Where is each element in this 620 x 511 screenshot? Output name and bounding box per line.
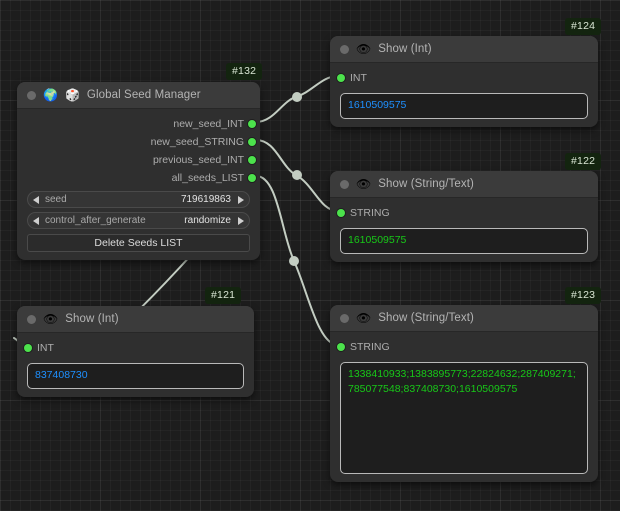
decrement-arrow-icon[interactable] — [33, 195, 39, 204]
value-display-int: 1610509575 — [340, 93, 588, 119]
node-title-bar[interactable]: 🌍 🎲 Global Seed Manager — [17, 82, 260, 109]
widget-value[interactable]: 719619863 — [180, 194, 231, 205]
node-id-badge: #132 — [226, 63, 263, 80]
output-port-previous-seed-int[interactable]: previous_seed_INT — [17, 151, 260, 169]
output-port-all-seeds-list[interactable]: all_seeds_LIST — [17, 169, 260, 187]
port-label: STRING — [350, 341, 390, 353]
link-132-to-122 — [255, 139, 339, 212]
port-dot-icon[interactable] — [337, 74, 345, 82]
node-id-badge: #121 — [205, 287, 242, 304]
eye-icon: 👁 — [356, 177, 372, 191]
widget-name-label: control_after_generate — [45, 215, 146, 226]
port-dot-icon[interactable] — [24, 344, 32, 352]
previous-arrow-icon[interactable] — [33, 216, 39, 225]
link-132-to-123 — [255, 175, 339, 346]
collapse-dot-icon[interactable] — [27, 314, 36, 324]
node-title-label: Show (String/Text) — [378, 312, 474, 324]
port-label: STRING — [350, 207, 390, 219]
port-dot-icon[interactable] — [337, 343, 345, 351]
input-port-string[interactable]: STRING — [330, 338, 598, 356]
node-title-label: Show (Int) — [378, 43, 432, 55]
port-dot-icon[interactable] — [248, 120, 256, 128]
node-id-badge: #124 — [565, 18, 602, 35]
collapse-dot-icon[interactable] — [340, 44, 349, 54]
node-title-bar[interactable]: 👁 Show (Int) — [17, 306, 254, 333]
value-display-seed-list: 1338410933;1383895773;22824632;287409271… — [340, 362, 588, 474]
eye-icon: 👁 — [356, 311, 372, 325]
node-body: STRING 1338410933;1383895773;22824632;28… — [330, 332, 598, 482]
port-label: INT — [350, 72, 367, 84]
port-dot-icon[interactable] — [248, 138, 256, 146]
node-body: INT 837408730 — [17, 333, 254, 397]
increment-arrow-icon[interactable] — [238, 195, 244, 204]
node-show-int-121[interactable]: 👁 Show (Int) INT 837408730 — [17, 306, 254, 397]
port-dot-icon[interactable] — [248, 156, 256, 164]
input-port-string[interactable]: STRING — [330, 204, 598, 222]
globe-icon: 🌍 — [43, 88, 58, 102]
widget-control-after-generate[interactable]: control_after_generate randomize — [27, 212, 250, 229]
node-title-bar[interactable]: 👁 Show (String/Text) — [330, 171, 598, 198]
node-title-label: Global Seed Manager — [86, 89, 201, 101]
value-display-int: 837408730 — [27, 363, 244, 389]
collapse-dot-icon[interactable] — [340, 179, 349, 189]
node-id-badge: #122 — [565, 153, 602, 170]
port-label: all_seeds_LIST — [171, 172, 244, 184]
collapse-dot-icon[interactable] — [340, 313, 349, 323]
node-title-bar[interactable]: 👁 Show (String/Text) — [330, 305, 598, 332]
collapse-dot-icon[interactable] — [27, 90, 36, 100]
link-midpoint-dot — [292, 92, 302, 102]
widget-value[interactable]: randomize — [184, 215, 231, 226]
output-port-new-seed-string[interactable]: new_seed_STRING — [17, 133, 260, 151]
node-title-label: Show (Int) — [65, 313, 119, 325]
port-label: previous_seed_INT — [152, 154, 244, 166]
node-show-int-124[interactable]: 👁 Show (Int) INT 1610509575 — [330, 36, 598, 127]
output-port-new-seed-int[interactable]: new_seed_INT — [17, 115, 260, 133]
value-display-string: 1610509575 — [340, 228, 588, 254]
input-port-int[interactable]: INT — [17, 339, 254, 357]
widget-seed[interactable]: seed 719619863 — [27, 191, 250, 208]
widget-name-label: seed — [45, 194, 67, 205]
node-body: STRING 1610509575 — [330, 198, 598, 262]
eye-icon: 👁 — [356, 42, 372, 56]
eye-icon: 👁 — [43, 312, 59, 326]
node-body: new_seed_INT new_seed_STRING previous_se… — [17, 109, 260, 260]
link-midpoint-dot — [289, 256, 299, 266]
node-title-label: Show (String/Text) — [378, 178, 474, 190]
node-global-seed-manager[interactable]: 🌍 🎲 Global Seed Manager new_seed_INT new… — [17, 82, 260, 260]
node-id-badge: #123 — [565, 287, 602, 304]
link-midpoint-dot — [292, 170, 302, 180]
port-dot-icon[interactable] — [337, 209, 345, 217]
port-label: INT — [37, 342, 54, 354]
delete-seeds-list-button[interactable]: Delete Seeds LIST — [27, 234, 250, 252]
input-port-int[interactable]: INT — [330, 69, 598, 87]
next-arrow-icon[interactable] — [238, 216, 244, 225]
node-body: INT 1610509575 — [330, 63, 598, 127]
port-label: new_seed_STRING — [150, 136, 244, 148]
port-label: new_seed_INT — [173, 118, 244, 130]
dice-icon: 🎲 — [64, 88, 80, 102]
port-dot-icon[interactable] — [248, 174, 256, 182]
link-132-to-124 — [255, 75, 339, 123]
node-title-bar[interactable]: 👁 Show (Int) — [330, 36, 598, 63]
node-show-string-122[interactable]: 👁 Show (String/Text) STRING 1610509575 — [330, 171, 598, 262]
node-show-string-123[interactable]: 👁 Show (String/Text) STRING 1338410933;1… — [330, 305, 598, 482]
